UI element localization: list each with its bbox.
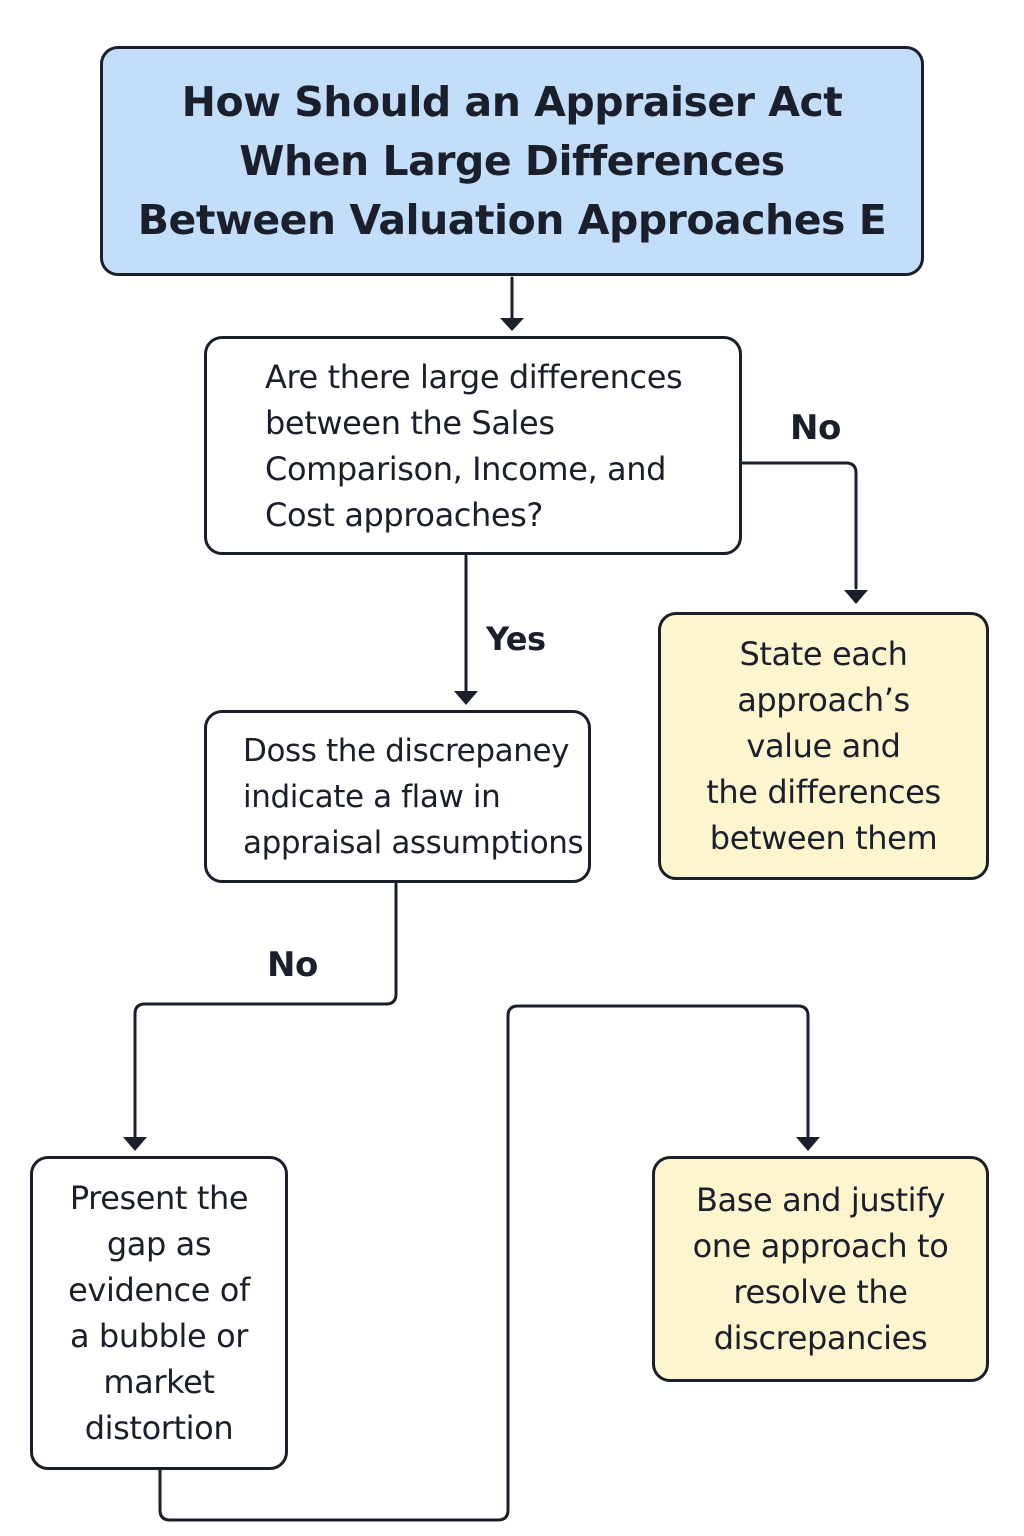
edge-label-yes: Yes — [486, 620, 546, 658]
connector-q2-no — [133, 882, 398, 1138]
result-state-values-text: State each approach’s value and the diff… — [706, 635, 941, 857]
arrowhead-q1 — [500, 318, 524, 331]
arrowhead-state — [844, 590, 868, 604]
result-base-justify: Base and justify one approach to resolve… — [652, 1156, 989, 1382]
connector-q1-no — [740, 461, 858, 590]
arrowhead-present — [123, 1137, 147, 1151]
result-base-justify-text: Base and justify one approach to resolve… — [692, 1181, 949, 1357]
diagram-title: How Should an Appraiser Act When Large D… — [137, 77, 887, 244]
edge-label-no-2: No — [267, 945, 318, 985]
result-present-gap-text: Present the gap as evidence of a bubble … — [68, 1179, 250, 1447]
decision-flaw-in-assumptions: Doss the discrepaney indicate a flaw in … — [204, 710, 591, 883]
decision-flaw-in-assumptions-text: Doss the discrepaney indicate a flaw in … — [243, 732, 584, 861]
edge-label-no-1: No — [790, 408, 841, 448]
decision-large-differences-text: Are there large differences between the … — [265, 357, 683, 534]
arrowhead-q2 — [454, 691, 478, 705]
result-present-gap: Present the gap as evidence of a bubble … — [30, 1156, 288, 1470]
arrowhead-base — [796, 1137, 820, 1151]
result-state-values: State each approach’s value and the diff… — [658, 612, 989, 880]
title-box: How Should an Appraiser Act When Large D… — [100, 46, 924, 276]
decision-large-differences: Are there large differences between the … — [204, 336, 742, 555]
